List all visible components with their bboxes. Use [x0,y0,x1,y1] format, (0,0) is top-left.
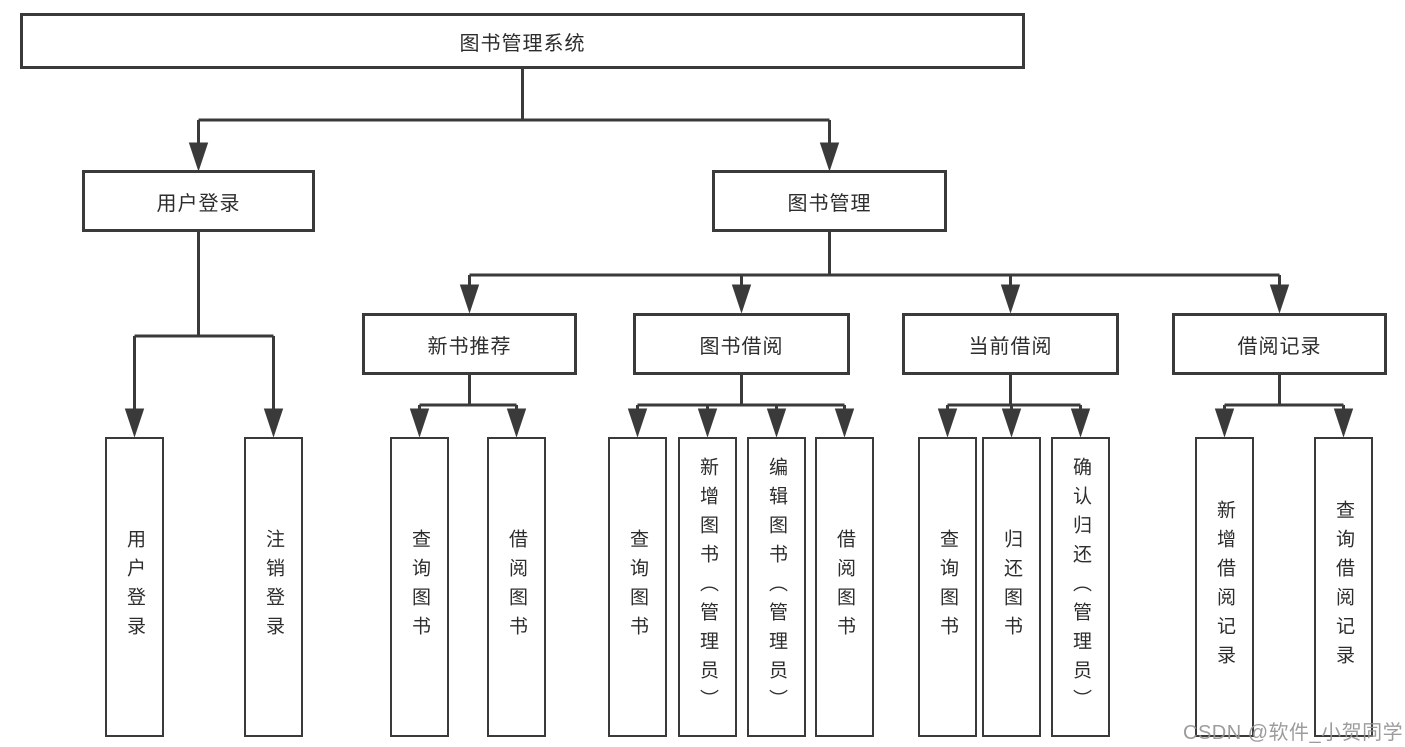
node-section-borrowing: 图书借阅 [633,313,850,375]
node-leaf-newbooks-borrow-label: 借阅图书 [506,529,527,645]
node-leaf-user-login-label: 用户登录 [124,529,145,645]
connector-current-to-leaves [937,375,1091,438]
node-leaf-borrowing-add-label: 新增图书（管理员） [697,456,718,718]
node-leaf-borrowing-edit: 编辑图书（管理员） [747,437,806,737]
node-root-label: 图书管理系统 [459,32,586,55]
node-leaf-borrowing-edit-label: 编辑图书（管理员） [766,456,787,718]
node-leaf-newbooks-query-label: 查询图书 [409,529,430,645]
connector-root-to-branches [188,69,840,172]
node-leaf-records-query-label: 查询借阅记录 [1333,500,1354,674]
node-leaf-borrowing-query: 查询图书 [608,437,667,737]
node-section-records: 借阅记录 [1172,313,1387,375]
node-branch-management: 图书管理 [712,170,947,232]
node-leaf-borrowing-borrow: 借阅图书 [815,437,874,737]
node-section-borrowing-label: 图书借阅 [699,335,784,358]
node-section-current: 当前借阅 [902,313,1119,375]
node-branch-login: 用户登录 [82,170,315,232]
connector-login-to-leaves [124,232,284,438]
node-leaf-current-query: 查询图书 [918,437,977,737]
node-section-new-books: 新书推荐 [362,313,577,375]
node-leaf-current-confirm-return-label: 确认归还（管理员） [1070,456,1091,718]
node-section-current-label: 当前借阅 [968,335,1053,358]
connector-management-to-sections [459,232,1290,314]
node-leaf-current-return: 归还图书 [982,437,1041,737]
node-leaf-current-query-label: 查询图书 [937,529,958,645]
node-branch-management-label: 图书管理 [787,192,872,215]
node-root: 图书管理系统 [20,13,1025,69]
node-leaf-records-add: 新增借阅记录 [1195,437,1254,737]
node-leaf-user-login: 用户登录 [105,437,164,737]
node-leaf-borrowing-borrow-label: 借阅图书 [834,529,855,645]
node-leaf-newbooks-query: 查询图书 [390,437,449,737]
connector-records-to-leaves [1214,375,1354,438]
node-section-records-label: 借阅记录 [1237,335,1322,358]
node-leaf-borrowing-add: 新增图书（管理员） [678,437,737,737]
node-leaf-logout: 注销登录 [244,437,303,737]
node-leaf-logout-label: 注销登录 [263,529,284,645]
connector-borrowing-to-leaves [627,375,855,438]
node-leaf-records-add-label: 新增借阅记录 [1214,500,1235,674]
node-leaf-current-confirm-return: 确认归还（管理员） [1051,437,1110,737]
node-leaf-current-return-label: 归还图书 [1001,529,1022,645]
node-leaf-newbooks-borrow: 借阅图书 [487,437,546,737]
node-branch-login-label: 用户登录 [156,192,241,215]
node-leaf-records-query: 查询借阅记录 [1314,437,1373,737]
connector-newbooks-to-leaves [409,375,527,438]
watermark: CSDN @软件_小贺同学 [1183,722,1404,744]
node-section-new-books-label: 新书推荐 [427,335,512,358]
node-leaf-borrowing-query-label: 查询图书 [627,529,648,645]
